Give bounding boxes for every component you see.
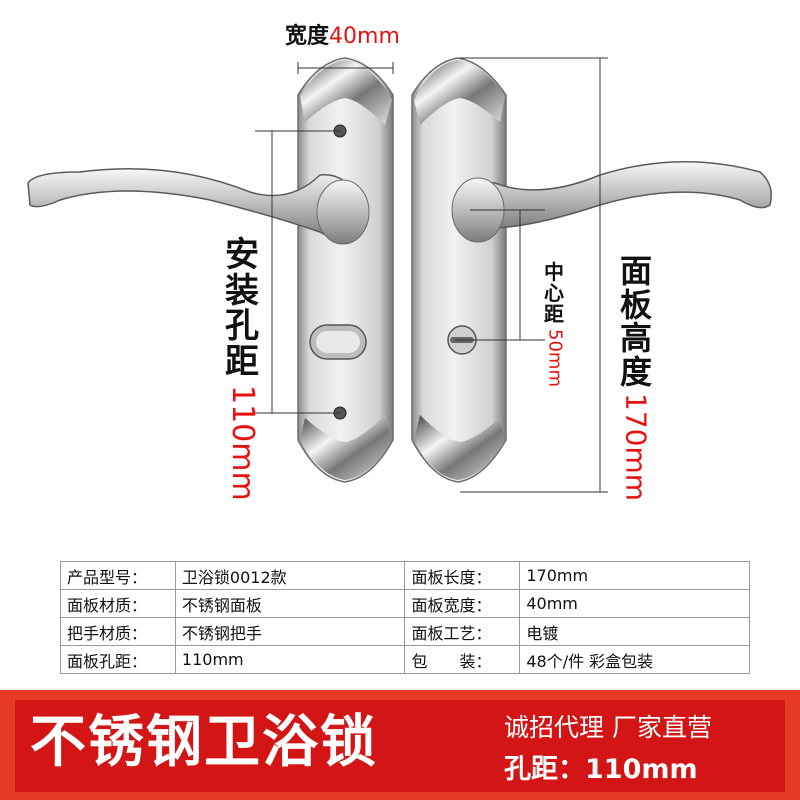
spec-value: 卫浴锁0012款 [174, 561, 406, 590]
banner-hole-spacing: 孔距：110mm [504, 754, 698, 785]
banner-subtitle: 诚招代理 厂家直营 [504, 713, 712, 742]
mount-hole-label: 安 装 孔 距 110mm [224, 235, 260, 501]
left-lever-handle [27, 167, 370, 245]
table-row: 把手材质： 不锈钢把手 面板工艺： 电镀 [60, 617, 750, 646]
mount-hole-dimension-line [255, 130, 340, 414]
spec-value: 170mm [519, 561, 750, 590]
spec-key: 把手材质： [60, 617, 176, 646]
spec-key: 面板工艺： [404, 617, 521, 646]
center-distance-label: 中 心 距 50mm [544, 260, 566, 387]
spec-value: 不锈钢把手 [174, 617, 406, 646]
spec-key: 面板宽度： [404, 589, 521, 618]
spec-key: 产品型号： [60, 561, 176, 590]
width-value: 40mm [329, 24, 400, 49]
spec-key: 面板孔距： [60, 645, 176, 674]
spec-value: 110mm [174, 645, 406, 674]
spec-value: 不锈钢面板 [174, 589, 406, 618]
height-dimension-line [460, 57, 608, 493]
center-dimension-line [455, 209, 545, 341]
table-row: 产品型号： 卫浴锁0012款 面板长度： 170mm [60, 561, 750, 590]
spec-value: 48个/件 彩盒包装 [519, 645, 750, 674]
mount-hole-value: 110mm [224, 384, 260, 501]
banner-title: 不锈钢卫浴锁 [30, 710, 378, 775]
spec-key: 包 装： [404, 645, 521, 674]
spec-key: 面板材质： [60, 589, 176, 618]
product-illustration [27, 57, 772, 493]
promo-banner-inner [15, 700, 785, 792]
promo-banner [0, 690, 800, 800]
panel-height-label: 面 板 高 度 170mm [619, 252, 653, 502]
left-lock-plate [297, 57, 394, 483]
right-lock-plate [411, 57, 507, 483]
width-dimension-line [297, 62, 394, 74]
spec-table: 产品型号： 卫浴锁0012款 面板长度： 170mm 面板材质： 不锈钢面板 面… [60, 561, 750, 674]
spec-value: 40mm [519, 589, 750, 618]
spec-value: 电镀 [519, 617, 750, 646]
width-label-text: 宽度 [285, 24, 330, 49]
width-label: 宽度40mm [285, 18, 400, 50]
spec-key: 面板长度： [404, 561, 521, 590]
panel-height-value: 170mm [619, 393, 653, 502]
table-row: 面板孔距： 110mm 包 装： 48个/件 彩盒包装 [60, 645, 750, 674]
center-distance-value: 50mm [544, 329, 566, 387]
table-row: 面板材质： 不锈钢面板 面板宽度： 40mm [60, 589, 750, 618]
